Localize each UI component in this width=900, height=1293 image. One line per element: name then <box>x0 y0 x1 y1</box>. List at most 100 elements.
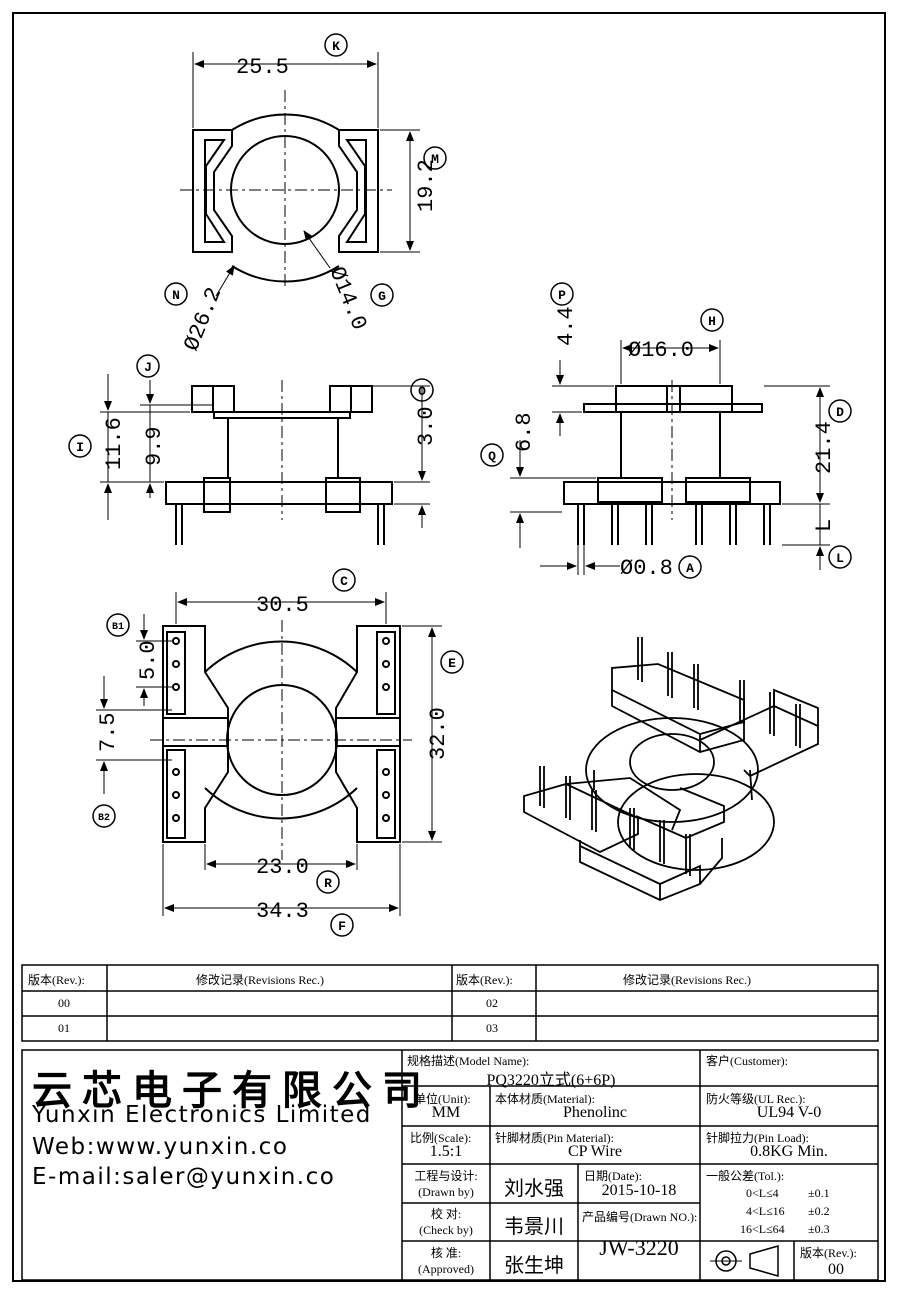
material-label: 本体材质(Material): <box>495 1092 595 1106</box>
bottom-view <box>96 592 442 916</box>
tol-value-1: ±0.2 <box>808 1204 830 1218</box>
svg-text:B2: B2 <box>98 813 110 824</box>
scale-value: 1.5:1 <box>429 1143 463 1160</box>
pin-material-value: CP Wire <box>567 1143 623 1160</box>
svg-text:E: E <box>448 656 456 671</box>
side-view-left <box>100 374 430 545</box>
approved-by-label-cn: 核 准: <box>430 1246 462 1260</box>
dim-b2: 7.5 <box>96 712 121 752</box>
title-block-grid <box>21 1049 879 1281</box>
company-name-en: Yunxin Electronics Limited <box>32 1102 372 1128</box>
drawn-no-value: JW-3220 <box>599 1235 679 1260</box>
check-by-label: 校 对: (Check by) <box>402 1206 490 1238</box>
scale-label: 比例(Scale): <box>410 1131 472 1145</box>
approved-by-label-en: (Approved) <box>418 1262 474 1276</box>
svg-text:A: A <box>686 561 694 576</box>
ul-label: 防火等级(UL Rec.): <box>706 1092 806 1106</box>
unit-label: 单位(Unit): <box>414 1092 471 1106</box>
svg-text:K: K <box>332 39 340 54</box>
dim-r: 23.0 <box>256 855 309 880</box>
marker-p: P <box>550 282 574 306</box>
tolerance-label: 一般公差(Tol.): <box>706 1169 785 1183</box>
ul-value: UL94 V-0 <box>756 1104 822 1121</box>
drawn-by-label-en: (Drawn by) <box>418 1185 474 1199</box>
marker-b1: B1 <box>106 613 130 637</box>
dim-f: 34.3 <box>256 899 309 924</box>
marker-o: O <box>410 378 434 402</box>
pin-load-label: 针脚拉力(Pin Load): <box>706 1131 809 1145</box>
rec-header-right: 修改记录(Revisions Rec.) <box>623 973 751 987</box>
customer-label: 客户(Customer): <box>706 1054 788 1068</box>
pin-load-value: 0.8KG Min. <box>750 1143 828 1160</box>
check-by-label-cn: 校 对: <box>430 1207 462 1221</box>
marker-b2: B2 <box>92 804 116 828</box>
dim-l: L <box>812 519 837 532</box>
svg-text:F: F <box>338 919 346 934</box>
dim-j: 9.9 <box>142 426 167 466</box>
rev-row-03: 03 <box>486 1021 498 1035</box>
marker-m: M <box>423 146 447 170</box>
dim-a: Ø0.8 <box>620 556 673 581</box>
marker-j: J <box>136 354 160 378</box>
marker-g: G <box>370 283 394 307</box>
check-by-label-en: (Check by) <box>419 1223 473 1237</box>
side-view-right <box>510 340 830 575</box>
svg-text:N: N <box>172 288 180 303</box>
dim-i: 11.6 <box>102 417 127 470</box>
svg-text:R: R <box>324 876 332 891</box>
approved-by-label: 核 准: (Approved) <box>402 1245 490 1277</box>
rev-value: 00 <box>828 1261 844 1278</box>
dim-q: 6.8 <box>512 412 537 452</box>
company-email: E-mail:saler@yunxin.co <box>32 1164 336 1190</box>
marker-r: R <box>316 870 340 894</box>
dim-d: 21.4 <box>812 421 837 474</box>
marker-f: F <box>330 913 354 937</box>
drawn-by-value: 刘水强 <box>504 1176 564 1200</box>
revision-table <box>21 964 879 1042</box>
svg-text:B1: B1 <box>112 622 124 633</box>
svg-text:H: H <box>708 314 716 329</box>
model-value: PQ3220立式(6+6P) <box>486 1072 616 1089</box>
svg-text:D: D <box>836 405 844 420</box>
date-label: 日期(Date): <box>584 1169 642 1183</box>
rev-row-00: 00 <box>58 996 70 1010</box>
svg-text:C: C <box>340 574 348 589</box>
material-value: Phenolinc <box>563 1104 627 1121</box>
rev-header-left: 版本(Rev.): <box>28 973 85 987</box>
approved-by-value: 张生坤 <box>504 1253 564 1277</box>
rev-row-01: 01 <box>58 1021 70 1035</box>
rec-header-left: 修改记录(Revisions Rec.) <box>196 973 324 987</box>
top-view <box>180 52 420 297</box>
marker-q: Q <box>480 443 504 467</box>
marker-e: E <box>440 650 464 674</box>
marker-h: H <box>700 308 724 332</box>
projection-symbol-icon <box>710 1245 779 1277</box>
drawn-by-label-cn: 工程与设计: <box>414 1169 478 1183</box>
marker-d: D <box>828 399 852 423</box>
dim-p: 4.4 <box>554 306 579 346</box>
isometric-view <box>523 637 819 901</box>
drawing-frame <box>12 12 886 1282</box>
marker-c: C <box>332 568 356 592</box>
model-label: 规格描述(Model Name): <box>407 1054 530 1068</box>
svg-text:I: I <box>76 440 84 455</box>
dim-b1: 5.0 <box>136 640 161 680</box>
tol-range-2: 16<L≤64 <box>740 1222 785 1236</box>
svg-text:O: O <box>418 384 426 399</box>
tol-value-0: ±0.1 <box>808 1186 830 1200</box>
date-value: 2015-10-18 <box>601 1182 677 1199</box>
company-web: Web:www.yunxin.co <box>32 1134 289 1160</box>
dim-e: 32.0 <box>426 707 451 760</box>
svg-text:G: G <box>378 289 386 304</box>
dim-o: 3.0 <box>414 406 439 446</box>
pin-material-label: 针脚材质(Pin Material): <box>495 1131 614 1145</box>
tol-range-1: 4<L≤16 <box>746 1204 785 1218</box>
tol-range-0: 0<L≤4 <box>746 1186 779 1200</box>
marker-n: N <box>164 282 188 306</box>
dim-g: Ø14.0 <box>324 263 372 334</box>
check-by-value: 韦景川 <box>504 1214 564 1238</box>
dim-c: 30.5 <box>256 593 309 618</box>
dim-k: 25.5 <box>236 55 289 80</box>
marker-k: K <box>324 33 348 57</box>
